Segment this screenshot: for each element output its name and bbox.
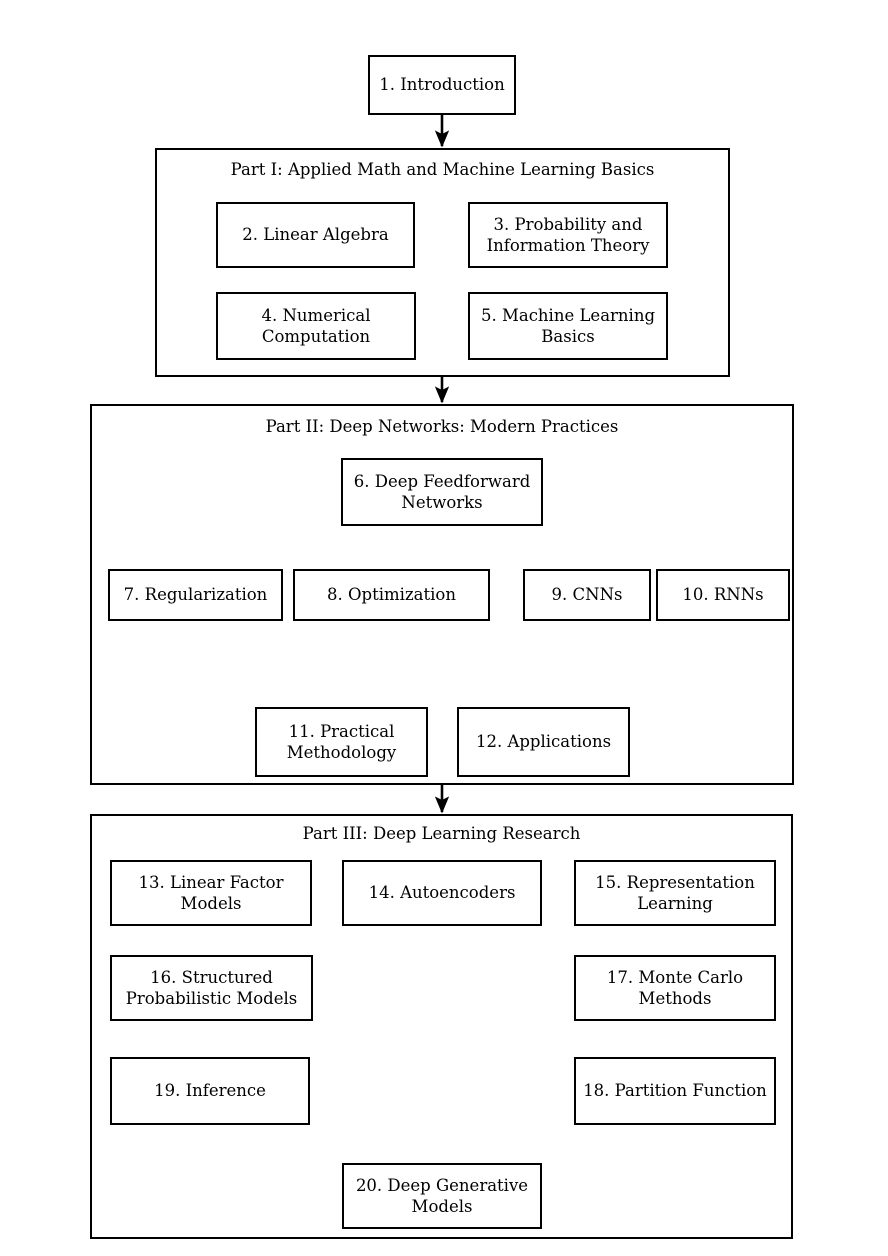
- node-ch12[interactable]: 12. Applications: [457, 707, 630, 777]
- node-ch6[interactable]: 6. Deep Feedforward Networks: [341, 458, 543, 526]
- node-ch2-label: 2. Linear Algebra: [242, 225, 389, 245]
- part-title-1: Part I: Applied Math and Machine Learnin…: [230, 160, 655, 179]
- node-ch3-label: 3. Probability and Information Theory: [486, 214, 650, 255]
- node-ch16-label: 16. Structured Probabilistic Models: [125, 967, 298, 1008]
- node-ch4[interactable]: 4. Numerical Computation: [216, 292, 416, 360]
- node-ch10-label: 10. RNNs: [682, 585, 764, 605]
- node-ch11[interactable]: 11. Practical Methodology: [255, 707, 428, 777]
- node-ch4-label: 4. Numerical Computation: [261, 305, 371, 346]
- node-ch13[interactable]: 13. Linear Factor Models: [110, 860, 312, 926]
- node-ch7[interactable]: 7. Regularization: [108, 569, 283, 621]
- node-ch3[interactable]: 3. Probability and Information Theory: [468, 202, 668, 268]
- node-ch8-label: 8. Optimization: [327, 585, 456, 605]
- node-ch10[interactable]: 10. RNNs: [656, 569, 790, 621]
- node-ch19-label: 19. Inference: [154, 1081, 266, 1101]
- node-ch8[interactable]: 8. Optimization: [293, 569, 490, 621]
- node-ch16[interactable]: 16. Structured Probabilistic Models: [110, 955, 313, 1021]
- node-ch20[interactable]: 20. Deep Generative Models: [342, 1163, 542, 1229]
- part-title-3: Part III: Deep Learning Research: [302, 824, 581, 843]
- node-ch15-label: 15. Representation Learning: [595, 872, 755, 913]
- node-ch13-label: 13. Linear Factor Models: [138, 872, 284, 913]
- node-ch9-label: 9. CNNs: [551, 585, 623, 605]
- node-ch7-label: 7. Regularization: [123, 585, 268, 605]
- node-ch18[interactable]: 18. Partition Function: [574, 1057, 776, 1125]
- node-ch20-label: 20. Deep Generative Models: [355, 1175, 529, 1216]
- node-ch17-label: 17. Monte Carlo Methods: [606, 967, 744, 1008]
- node-ch5[interactable]: 5. Machine Learning Basics: [468, 292, 668, 360]
- node-ch9[interactable]: 9. CNNs: [523, 569, 651, 621]
- node-ch6-label: 6. Deep Feedforward Networks: [353, 471, 531, 512]
- node-ch12-label: 12. Applications: [475, 732, 612, 752]
- node-ch2[interactable]: 2. Linear Algebra: [216, 202, 415, 268]
- node-ch18-label: 18. Partition Function: [583, 1081, 767, 1101]
- node-ch14[interactable]: 14. Autoencoders: [342, 860, 542, 926]
- node-ch19[interactable]: 19. Inference: [110, 1057, 310, 1125]
- node-ch1[interactable]: 1. Introduction: [368, 55, 516, 115]
- node-ch15[interactable]: 15. Representation Learning: [574, 860, 776, 926]
- node-ch14-label: 14. Autoencoders: [368, 883, 516, 903]
- node-ch17[interactable]: 17. Monte Carlo Methods: [574, 955, 776, 1021]
- node-ch5-label: 5. Machine Learning Basics: [480, 305, 656, 346]
- part-title-2: Part II: Deep Networks: Modern Practices: [265, 417, 619, 436]
- node-ch11-label: 11. Practical Methodology: [286, 721, 397, 762]
- node-ch1-label: 1. Introduction: [379, 75, 505, 95]
